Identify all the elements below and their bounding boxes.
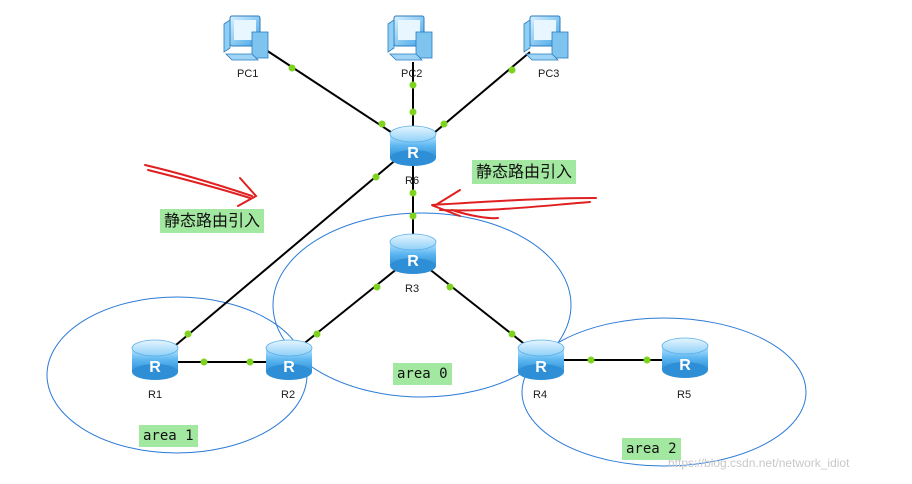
port-dot: [446, 283, 454, 291]
router-icon[interactable]: R: [389, 125, 437, 166]
router-icon[interactable]: R: [517, 339, 565, 380]
port-dot: [440, 120, 448, 128]
router-icon[interactable]: R: [389, 233, 437, 274]
router-icon[interactable]: R: [265, 339, 313, 380]
port-dot: [508, 330, 516, 338]
port-dots: [184, 64, 651, 366]
port-dot: [288, 64, 296, 72]
port-dot: [378, 120, 386, 128]
area-0-label: area 0: [393, 363, 452, 385]
port-dot: [409, 81, 417, 89]
static-route-note-left: 静态路由引入: [160, 209, 265, 233]
pc1-label: PC1: [237, 68, 258, 80]
r5-label: R5: [677, 389, 691, 401]
link-r3-r2: [295, 267, 399, 351]
port-dot: [200, 358, 208, 366]
port-dot: [508, 66, 516, 74]
router-glyph: R: [679, 357, 691, 374]
area-2-boundary: [521, 317, 807, 467]
area-2-label: area 2: [622, 438, 681, 460]
port-dot: [409, 189, 417, 197]
port-dot: [372, 173, 380, 181]
router-icon[interactable]: R: [131, 339, 179, 380]
right-arrow-annotation: [431, 189, 597, 220]
area-1-label: area 1: [139, 425, 198, 447]
port-dot: [409, 108, 417, 116]
router-glyph: R: [149, 359, 161, 376]
link-pc1-r6: [265, 49, 401, 139]
port-dot: [184, 330, 192, 338]
port-dot: [313, 330, 321, 338]
r2-label: R2: [281, 389, 295, 401]
pc-icon[interactable]: [387, 15, 433, 61]
port-dot: [587, 356, 595, 364]
link-r6-r1: [169, 157, 399, 351]
r6-label: R6: [405, 175, 419, 187]
r1-label: R1: [148, 389, 162, 401]
port-dot: [373, 283, 381, 291]
router-icon[interactable]: R: [661, 337, 709, 378]
area-0-boundary: [272, 212, 572, 398]
watermark: https://blog.csdn.net/network_idiot: [668, 456, 850, 470]
pc3-label: PC3: [538, 68, 559, 80]
router-glyph: R: [535, 359, 547, 376]
router-glyph: R: [407, 145, 419, 162]
r3-label: R3: [405, 283, 419, 295]
port-dot: [246, 358, 254, 366]
links: [169, 49, 670, 363]
port-dot: [409, 212, 417, 220]
pc-icon[interactable]: [523, 15, 569, 61]
static-route-note-right: 静态路由引入: [472, 160, 577, 184]
router-glyph: R: [407, 253, 419, 270]
r4-label: R4: [533, 389, 547, 401]
pc2-label: PC2: [401, 68, 422, 80]
pc-icon[interactable]: [223, 15, 269, 61]
port-dot: [643, 356, 651, 364]
router-glyph: R: [283, 359, 295, 376]
left-arrow-annotation: [144, 164, 258, 207]
link-r3-r4: [427, 267, 533, 351]
